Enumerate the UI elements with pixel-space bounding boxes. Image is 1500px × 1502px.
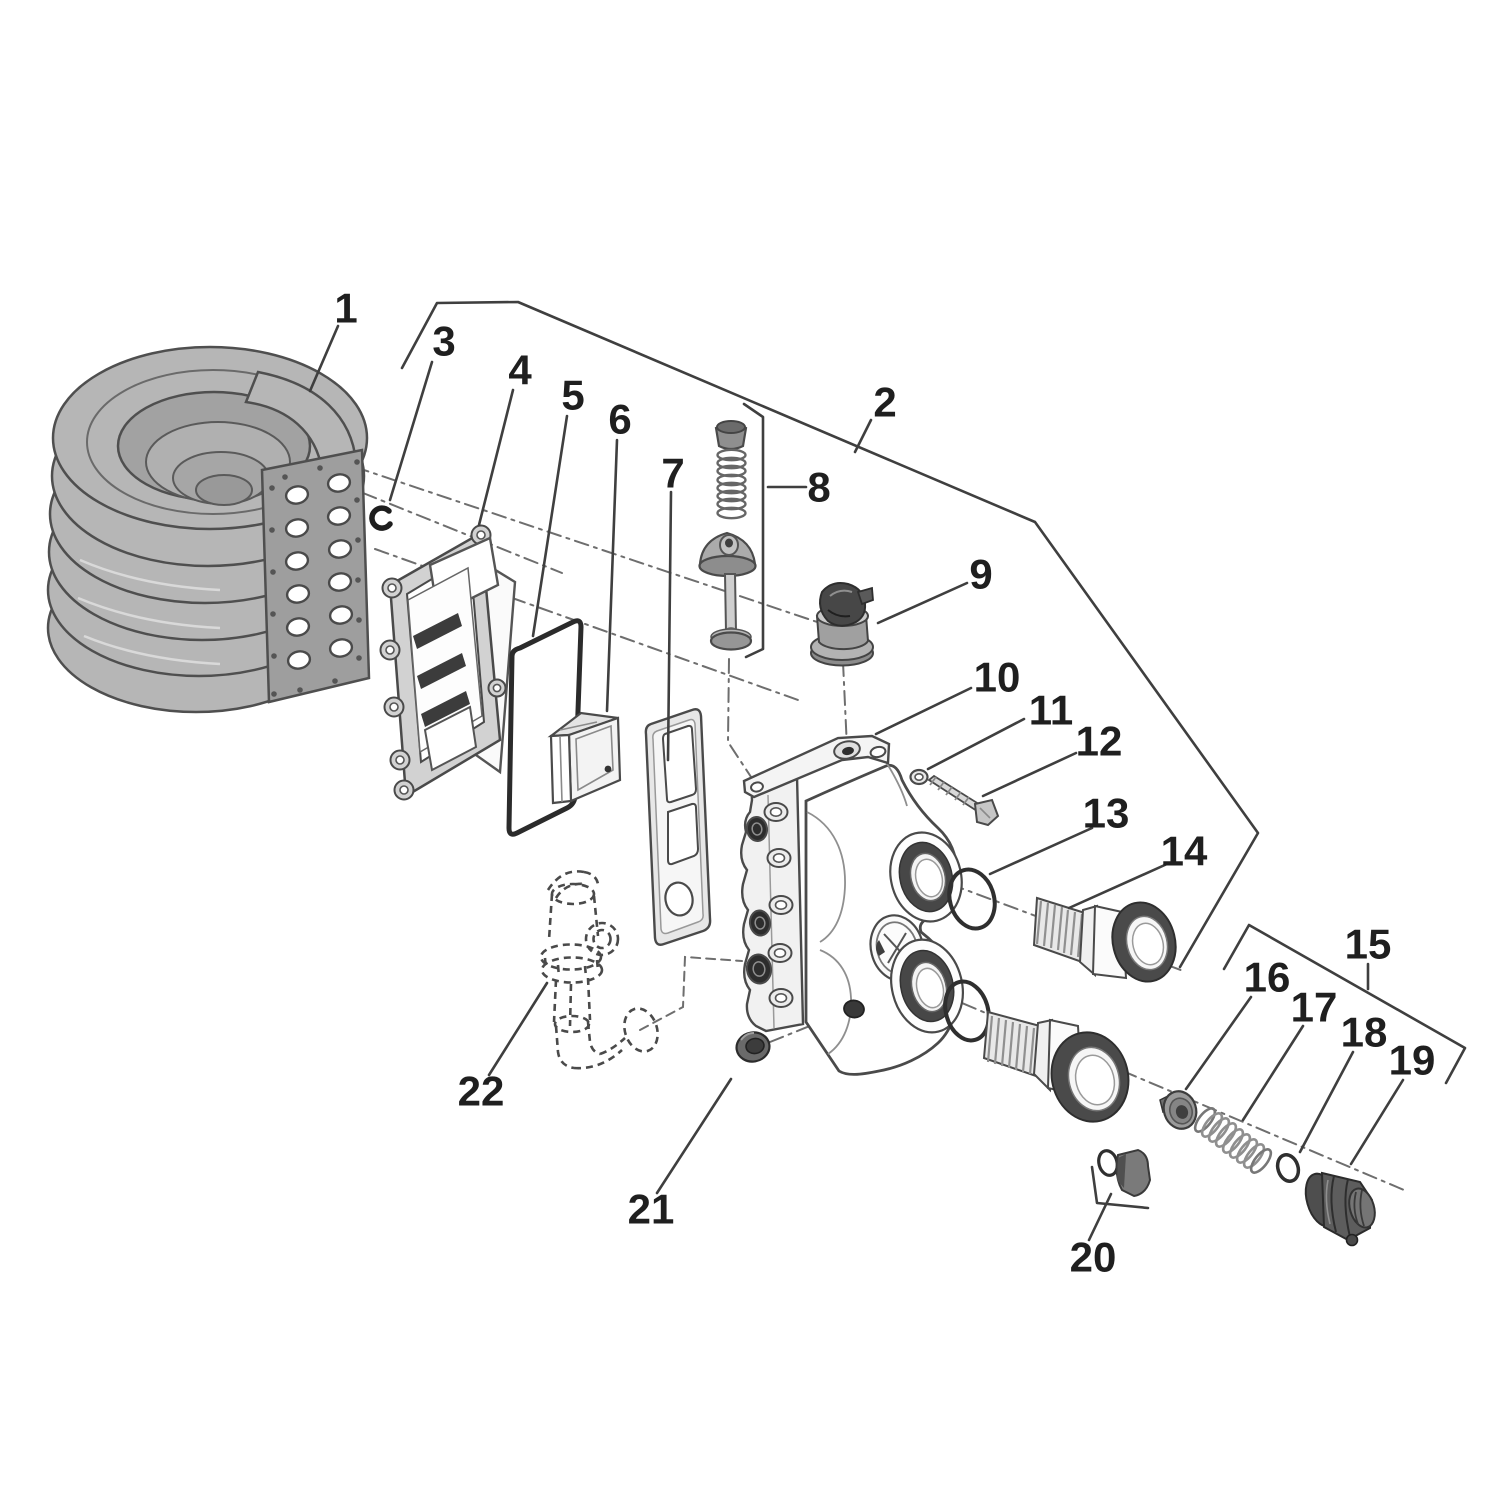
parts-drawing-layer [46, 345, 1376, 1247]
part-5-label-large-o-ring-gasket: 5 [561, 372, 584, 419]
part-10-manifold-body-drawing [739, 734, 964, 1076]
axis-upper-row [354, 466, 842, 631]
part-7-header-gasket-drawing [644, 708, 712, 946]
part-21-label-drain-plug: 21 [628, 1186, 675, 1233]
part-11-leader [926, 717, 1026, 771]
part-8-label-bypass-valve-assembly: 8 [807, 464, 830, 511]
part-2-label-manifold-assembly-group: 2 [873, 379, 896, 426]
part-22-label-pressure-relief-valve: 22 [458, 1068, 505, 1115]
part-10-leader [874, 686, 973, 736]
part-7-leader [666, 490, 673, 762]
part-20-leader [1087, 1192, 1113, 1242]
part-20-oring-clip-drawing [1097, 1148, 1152, 1198]
part-12-label-bolt: 12 [1076, 718, 1123, 765]
part-13-o-rings-drawing [943, 867, 997, 1043]
part-16-leader [1184, 995, 1253, 1091]
part-4-leader [477, 388, 515, 527]
part-9-leader [876, 581, 969, 625]
part-11-label-washer: 11 [1029, 687, 1073, 734]
part-14-label-union-adapter-fitting: 14 [1161, 828, 1208, 875]
axis-bypass-valve [726, 658, 758, 787]
part-12-leader [981, 751, 1078, 798]
part-22-leader [487, 981, 549, 1077]
part-19-label-plug-bushing: 19 [1389, 1037, 1436, 1084]
part-19-plug-drawing [1304, 1171, 1376, 1247]
part-19-leader [1349, 1078, 1405, 1166]
part-5-leader [531, 414, 569, 638]
part-14-leader [1067, 862, 1169, 910]
part-1-tube-sheet-plate [260, 448, 371, 704]
part-14-fittings-drawing [982, 896, 1177, 1123]
axis-lower-row [374, 548, 799, 701]
part-4-label-front-plate-gasket: 4 [508, 347, 532, 394]
part-7-label-header-gasket: 7 [661, 450, 684, 497]
part-18-label-small-o-ring-2: 18 [1341, 1009, 1388, 1056]
part-6-label-baffle-block: 6 [608, 396, 631, 443]
part-18-o-ring-drawing [1275, 1153, 1301, 1183]
part-21-drain-plug-drawing [735, 1031, 771, 1063]
part-17-spring-drawing [1193, 1107, 1273, 1174]
part-6-baffle-block-drawing [547, 711, 622, 805]
part-3-small-o-ring-drawing [369, 505, 393, 531]
part-11-washer-drawing [909, 768, 929, 786]
part-1-leader [308, 324, 340, 393]
part-6-leader [605, 438, 619, 713]
part-3-label-small-o-ring: 3 [432, 318, 455, 365]
part-10-label-manifold-body: 10 [974, 654, 1021, 701]
part-1-label-heat-exchanger-coil: 1 [334, 285, 357, 332]
axis-relief-valve-route [639, 955, 743, 1031]
part-2-bracket [400, 300, 1260, 969]
part-4-front-plate-drawing [379, 524, 517, 801]
part-12-bolt-drawing [927, 774, 1000, 827]
part-9-thermal-regulator-drawing [810, 582, 874, 667]
part-8-bracket [742, 402, 765, 659]
part-13-label-port-o-ring: 13 [1083, 790, 1130, 837]
part-18-leader [1298, 1050, 1355, 1154]
part-2-leader [853, 418, 873, 454]
part-21-leader [655, 1077, 733, 1195]
part-3-leader [388, 360, 434, 502]
part-16-poppet-drawing [1159, 1090, 1198, 1130]
part-16-label-valve-poppet: 16 [1244, 954, 1291, 1001]
part-17-leader [1241, 1024, 1305, 1122]
axis-thermal-regulator [842, 661, 848, 749]
part-15-label-drain-assembly-group: 15 [1345, 921, 1392, 968]
part-8-bypass-valve-drawing [698, 420, 757, 651]
part-13-leader [988, 826, 1094, 876]
part-17-label-spring: 17 [1291, 984, 1338, 1031]
part-20-label-o-ring-and-clip: 20 [1070, 1234, 1117, 1281]
part-9-label-thermal-regulator: 9 [969, 551, 992, 598]
axis-lower-port [935, 991, 1405, 1191]
axis-plate-to-o-ring [362, 492, 563, 574]
part-5-large-o-ring-drawing [506, 618, 584, 837]
part-20-bracket [1090, 1165, 1150, 1210]
part-15-bracket [1222, 923, 1467, 1085]
part-22-relief-valve-drawing [539, 870, 659, 1070]
